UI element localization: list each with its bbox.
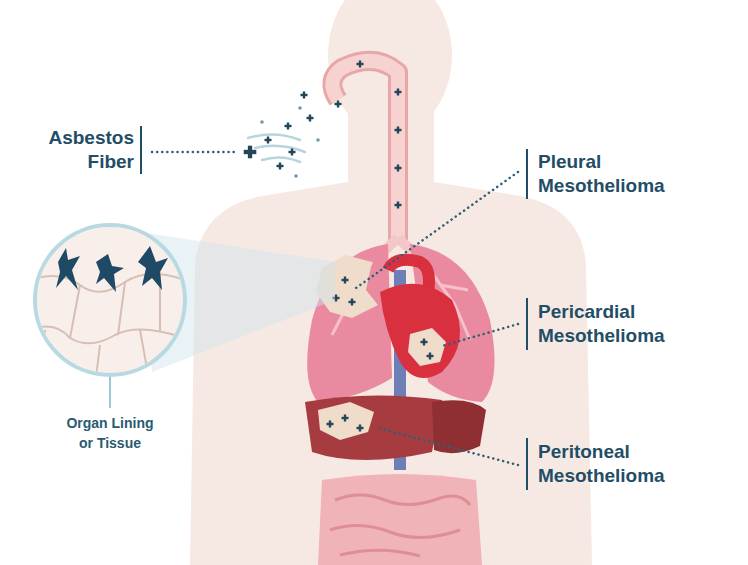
leader-line — [109, 377, 111, 408]
magnified-tissue — [30, 225, 190, 385]
lungs — [307, 244, 494, 402]
organ-label: Peritoneal Mesothelioma — [538, 440, 698, 488]
heart — [380, 260, 460, 378]
leader-line — [152, 152, 518, 465]
airway — [332, 61, 424, 262]
inhaled-fibers — [244, 106, 320, 178]
source-label: Asbestos Fiber — [40, 126, 134, 174]
label-bar — [141, 126, 527, 490]
inset-caption: Organ Lining or Tissue — [60, 413, 160, 453]
organ-label: Pericardial Mesothelioma — [538, 300, 698, 348]
organ-label: Pleural Mesothelioma — [538, 150, 698, 198]
intestines — [318, 474, 482, 565]
tumor-patch — [316, 255, 446, 440]
